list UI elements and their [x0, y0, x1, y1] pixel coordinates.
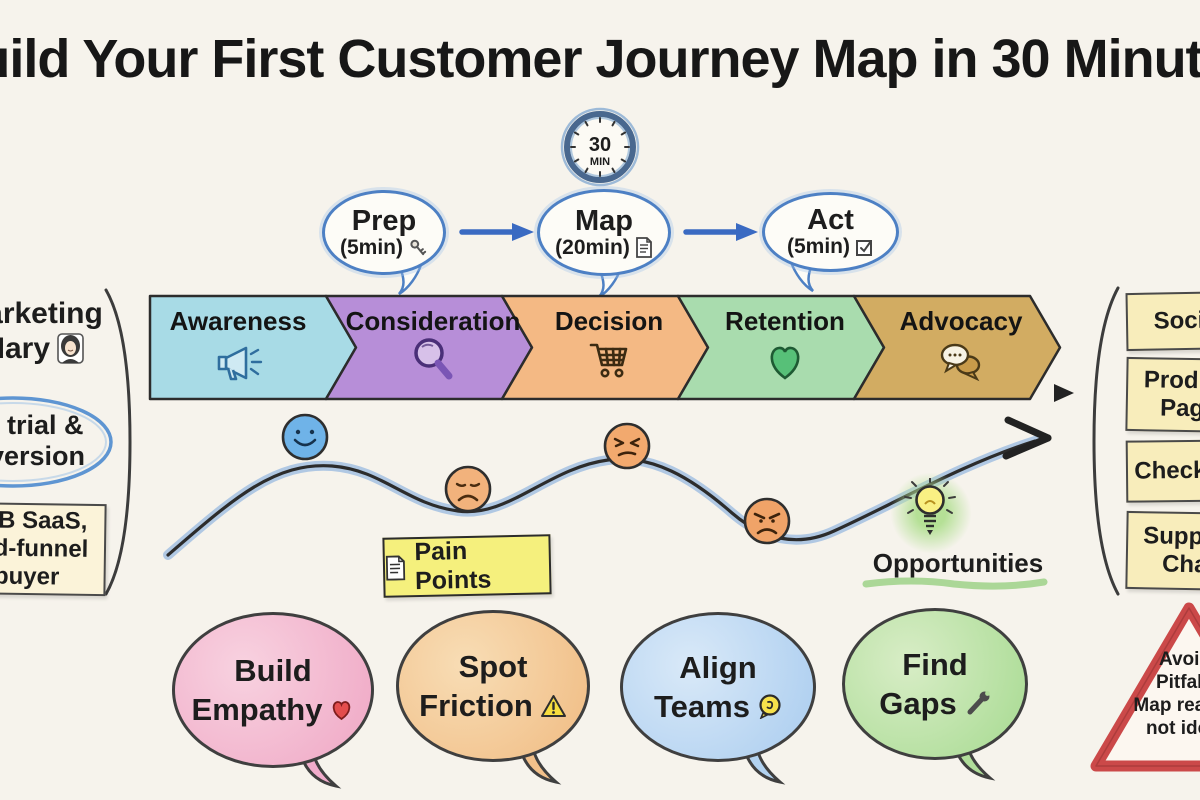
annoyed-face-icon — [603, 422, 651, 470]
benefit-bubble-build-empathy: Build Empathy — [172, 612, 374, 768]
banner-arrowhead — [1054, 384, 1074, 402]
benefit-bubble-find-gaps: Find Gaps — [842, 608, 1028, 760]
touchpoint-note-product-page: Product Page — [1125, 356, 1200, 434]
phase-duration: (20min) — [555, 235, 630, 259]
timer-unit: MIN — [590, 156, 610, 168]
benefit-bubble-align-teams: Align Teams — [620, 612, 816, 762]
left-bracket — [104, 288, 132, 596]
wave-arrowhead — [1002, 416, 1052, 460]
stage-label-decision: Decision — [554, 306, 664, 336]
cart-icon — [589, 343, 628, 378]
chat-icon — [940, 343, 981, 382]
document-icon — [635, 237, 652, 258]
checkbox-icon — [856, 239, 872, 256]
emotion-wave — [163, 416, 1052, 560]
key-icon — [410, 239, 427, 255]
touchpoint-note-social: Social — [1125, 290, 1200, 352]
stage-label-retention: Retention — [725, 306, 845, 336]
smiley-icon — [759, 694, 781, 719]
opportunities-label: Opportunities — [872, 548, 1044, 578]
page-title: Build Your First Customer Journey Map in… — [0, 29, 1200, 89]
phase-duration: (5min) — [787, 235, 850, 258]
timer-clock-icon: 30 MIN — [560, 107, 640, 187]
arrow-map-to-act — [683, 223, 758, 241]
pain-points-label: Pain Points — [414, 536, 492, 596]
opportunities-underline — [862, 577, 1048, 590]
sad-face-icon — [444, 465, 492, 513]
phase-name: Act — [807, 204, 854, 236]
benefit-bubble-spot-friction: Spot Friction — [396, 610, 590, 762]
persona-goal: Free trial & conversion — [0, 410, 86, 471]
angry-face-icon — [743, 497, 791, 545]
wrench-icon — [967, 691, 990, 715]
phase-duration: (5min) — [340, 235, 403, 259]
lightbulb-icon — [904, 478, 956, 535]
pain-points-note: Pain Points — [382, 534, 552, 598]
warning-icon — [540, 694, 566, 717]
phase-bubble-prep: Prep (5min) — [322, 190, 446, 275]
heart-icon — [770, 346, 800, 380]
megaphone-icon — [217, 346, 263, 381]
phase-bubble-map: Map (20min) — [537, 189, 671, 276]
persona-avatar — [57, 333, 84, 364]
phase-bubble-act: Act (5min) — [762, 192, 899, 272]
heart-icon — [333, 701, 351, 721]
magnifier-icon — [414, 338, 453, 380]
arrow-prep-to-map — [459, 223, 534, 241]
timer-value: 30 — [589, 134, 611, 156]
persona-name: Marketing Mary — [0, 297, 103, 365]
happy-face-icon — [281, 413, 329, 461]
pitfall-warning-text: Avoid Pitfall: Map reality, not ideal — [1133, 649, 1200, 739]
persona-segment-note: B2B SaaS, mid-funnel buyer — [0, 501, 107, 597]
right-bracket — [1092, 286, 1120, 596]
stage-label-advocacy: Advocacy — [899, 306, 1023, 336]
touchpoint-note-checkout: Checkout — [1125, 439, 1200, 503]
stage-label-consideration: Consideration — [345, 306, 521, 336]
touchpoint-note-support-chat: Support Chat — [1125, 510, 1200, 592]
pain-note-icon — [385, 555, 406, 581]
phase-name: Prep — [351, 204, 417, 237]
pitfall-warning-triangle — [1090, 602, 1200, 772]
phase-name: Map — [575, 204, 633, 237]
goal-oval — [0, 396, 113, 488]
stage-label-awareness: Awareness — [169, 306, 307, 336]
